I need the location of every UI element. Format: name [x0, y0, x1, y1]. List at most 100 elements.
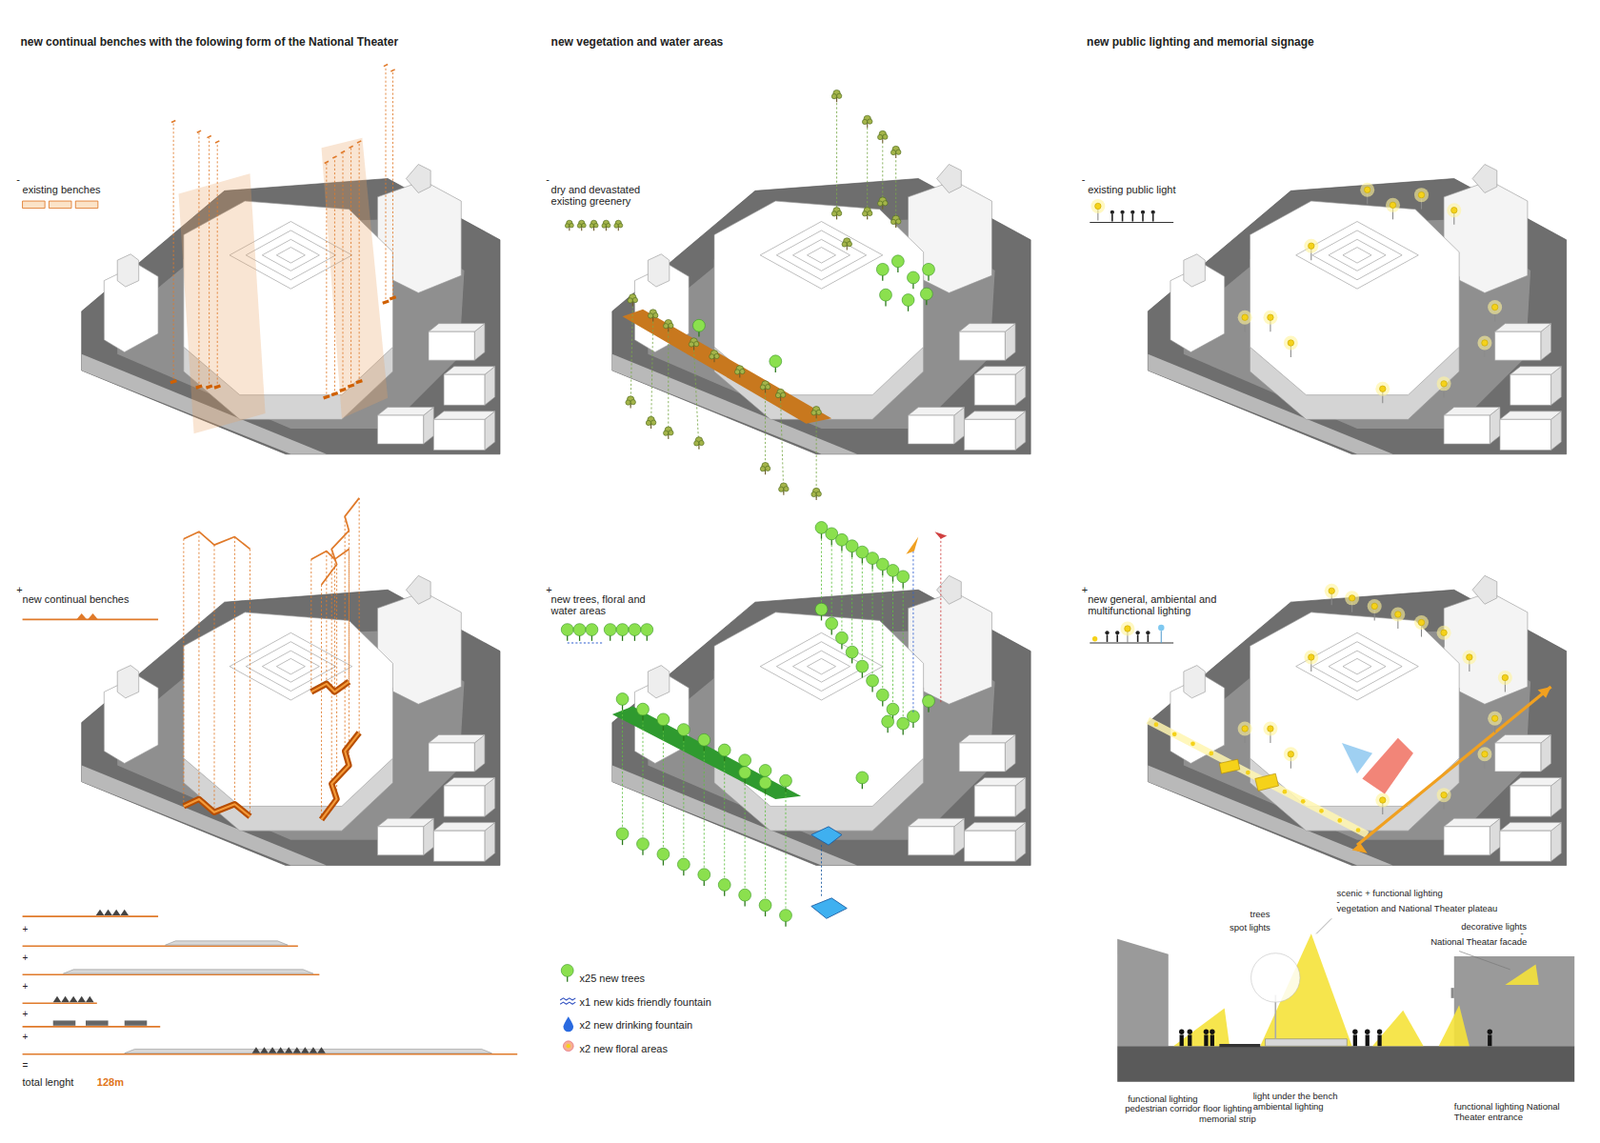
floor-light: [1208, 751, 1214, 757]
tree-crown: [640, 623, 654, 637]
ground: [81, 179, 500, 455]
tree-crown: [882, 200, 888, 206]
tree-crown: [628, 623, 641, 637]
legend-line: [1089, 221, 1174, 223]
label: scenic + functional lighting: [1337, 888, 1443, 900]
bench-seat: [120, 909, 129, 916]
tree-crown: [698, 868, 711, 881]
tree-crown: [651, 420, 657, 425]
tree-crown: [699, 440, 704, 445]
ground: [612, 589, 1031, 865]
projection-line: [912, 548, 914, 712]
tree-crown: [780, 909, 793, 922]
label: new trees, floral and water areas: [551, 593, 666, 618]
tree-crown: [569, 222, 575, 228]
tree-crown: [694, 440, 700, 446]
tree-crown: [886, 702, 900, 716]
floor-light: [1172, 731, 1178, 737]
tree-crown: [867, 210, 873, 216]
label: -: [545, 173, 550, 186]
site-axonometry: [612, 89, 1031, 500]
lamp: [1241, 725, 1248, 732]
person: [1131, 214, 1134, 222]
lamp: [1267, 314, 1274, 320]
person: [1140, 210, 1145, 215]
tree-crown: [780, 774, 793, 787]
lamp: [1095, 202, 1101, 209]
building-front: [974, 785, 1016, 817]
facade-tower: [1472, 575, 1498, 604]
projection-line: [667, 331, 669, 440]
lamp: [1308, 654, 1315, 660]
building-front: [377, 415, 423, 444]
existing-bench: [347, 384, 354, 387]
tree-crown: [890, 219, 896, 224]
projection-line: [621, 710, 623, 836]
building-roof: [377, 818, 434, 827]
tree-crown: [816, 491, 821, 497]
theater-step: [1342, 658, 1372, 675]
building-front: [443, 374, 485, 405]
site-axonometry: [81, 64, 500, 455]
person: [1353, 1034, 1358, 1046]
tree-crown: [861, 119, 867, 124]
theater-roof: [714, 612, 924, 807]
projection-line: [310, 559, 312, 692]
theater-step: [1328, 239, 1386, 271]
tree-crown: [589, 223, 595, 229]
person: [1180, 1034, 1184, 1046]
tree-crown: [881, 715, 895, 728]
building-roof: [428, 323, 485, 333]
tree-crown: [694, 341, 700, 347]
person: [1147, 634, 1150, 642]
label: existing public light: [1087, 183, 1176, 197]
section-building: [1117, 939, 1169, 1046]
label: National Theatar facade: [1430, 937, 1527, 948]
building-roof: [974, 777, 1026, 786]
building-roof: [974, 366, 1026, 376]
tree-crown: [693, 319, 706, 332]
projection-line: [342, 153, 344, 392]
projection-line: [820, 539, 822, 611]
tree-crown: [811, 491, 817, 497]
ground: [81, 589, 500, 865]
tree-crown: [775, 392, 780, 398]
bench-mark: [324, 160, 329, 163]
theater-step: [276, 247, 305, 264]
label: +: [22, 980, 29, 993]
person: [1487, 1029, 1493, 1035]
lamp-glow: [1437, 376, 1452, 391]
existing-bench: [382, 300, 389, 303]
existing-bench: [205, 385, 212, 388]
label: -: [1081, 173, 1086, 186]
projection-line: [831, 544, 833, 625]
tree-crown: [647, 313, 653, 319]
projection-line: [214, 544, 216, 813]
building-roof: [1443, 407, 1500, 417]
lamp: [1466, 654, 1473, 660]
lamp: [1440, 380, 1447, 387]
existing-bench: [196, 385, 202, 388]
projection-line: [940, 533, 941, 702]
tree-crown: [585, 623, 599, 637]
tree-crown: [603, 623, 617, 637]
person: [1187, 1029, 1193, 1035]
lamp-glow: [1461, 650, 1477, 665]
tree-crown: [891, 255, 904, 268]
person: [1377, 1029, 1382, 1035]
tree-crown: [616, 827, 629, 840]
label: new continual benches with the folowing …: [20, 36, 399, 50]
person: [1151, 210, 1156, 215]
projection-line: [392, 71, 394, 300]
tree-crown: [677, 723, 690, 737]
lamp-glow: [1262, 310, 1278, 325]
projection-line: [785, 791, 787, 917]
building-roof: [1443, 818, 1500, 827]
bench-form: [183, 531, 251, 549]
bench-light: [1219, 759, 1240, 774]
lamp-glow: [1344, 590, 1360, 605]
tree-crown: [907, 271, 920, 284]
scenic-light: [1341, 742, 1373, 774]
leader-line: [1316, 918, 1332, 934]
